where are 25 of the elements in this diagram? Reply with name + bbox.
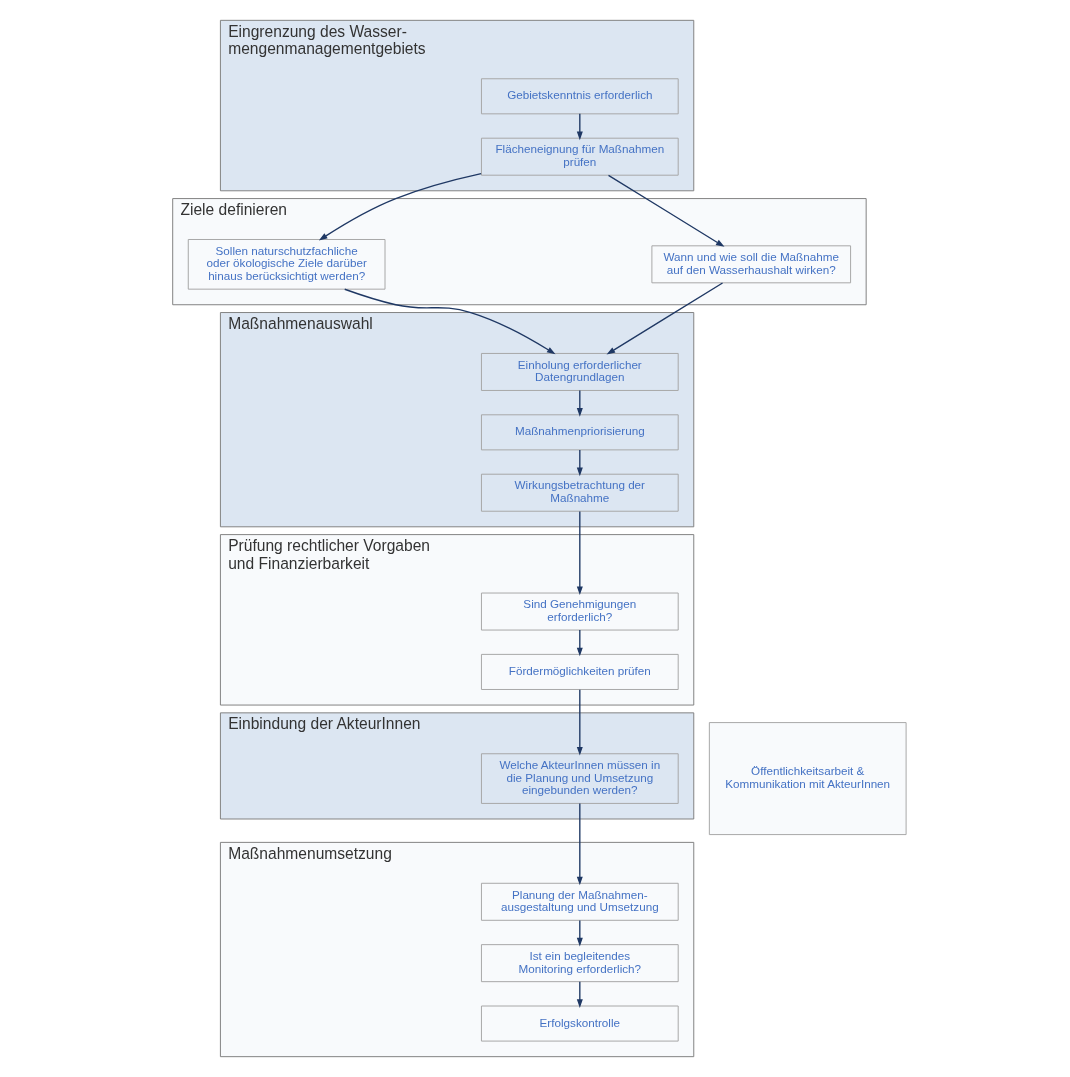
node-box: Gebietskenntnis erforderlich xyxy=(480,78,679,115)
arrow xyxy=(576,629,583,657)
node-box: Einholung erforderlicher Datengrundlagen xyxy=(480,352,679,391)
arrow xyxy=(576,113,583,141)
arrow xyxy=(576,689,583,756)
arrow xyxy=(576,389,583,417)
arrow xyxy=(576,510,583,596)
arrow xyxy=(576,449,583,477)
arrow xyxy=(607,174,724,247)
node-box: Welche AkteurInnen müssen in die Planung und Umsetzung eingebunden werden? xyxy=(480,753,679,804)
node-box: Ist ein begleitendes Monitoring erforderlich? xyxy=(480,944,679,983)
node-box: Planung der Maßnahmen- ausgestaltung und Umsetzung xyxy=(480,882,679,921)
node-box: Erfolgskontrolle xyxy=(480,1005,679,1042)
node-box: Fördermöglichkeiten prüfen xyxy=(480,653,679,690)
arrow xyxy=(318,172,482,241)
node-box: Öffentlichkeitsarbeit & Kommunikation mit AkteurInnen xyxy=(708,722,907,836)
arrow xyxy=(606,282,723,355)
node-box: Sollen naturschutzfachliche oder ökologische Ziele darüber hinaus berücksichtigt werden? xyxy=(187,239,385,290)
node-box: Flächeneignung für Maßnahmen prüfen xyxy=(480,137,679,176)
arrow xyxy=(576,981,583,1008)
node-box: Sind Genehmigungen erforderlich? xyxy=(480,592,679,631)
node-box: Wann und wie soll die Maßnahme auf den Wasserhaushalt wirken? xyxy=(650,245,851,284)
node-box: Maßnahmenpriorisierung xyxy=(480,414,679,451)
node-box: Wirkungsbetrachtung der Maßnahme xyxy=(480,473,679,512)
arrow xyxy=(576,802,583,886)
